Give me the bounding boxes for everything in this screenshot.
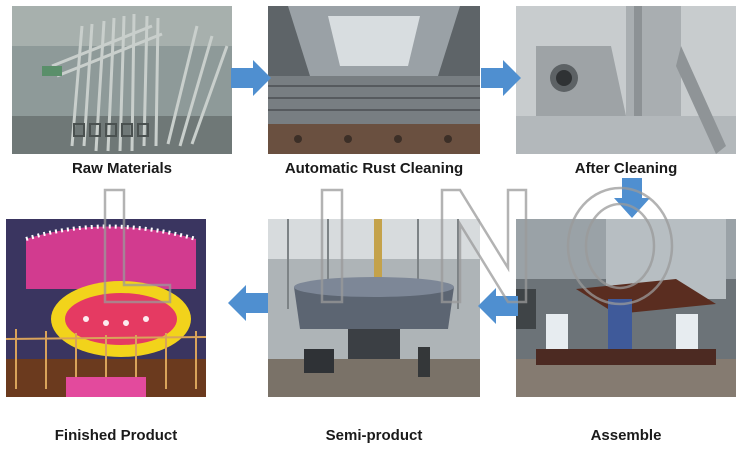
arrow-left-icon [228,285,268,321]
arrow-right-icon [231,60,271,96]
arrow-down-icon [614,178,650,218]
arrow-right-icon [481,60,521,96]
assemble-photo [516,219,736,397]
step-label-semi-product: Semi-product [325,427,423,444]
semi-product-photo [268,219,480,397]
arrow-left-icon [478,288,518,324]
step-label-after-cleaning: After Cleaning [574,160,678,177]
step-label-assemble: Assemble [590,427,662,444]
step-label-finished-product: Finished Product [54,427,178,444]
watermark-letter: I [322,199,323,201]
step-label-rust-cleaning: Automatic Rust Cleaning [284,160,464,177]
finished-product-photo [6,219,206,397]
step-label-raw-materials: Raw Materials [71,160,173,177]
raw-materials-photo [12,6,232,154]
watermark-letter: O [600,199,601,201]
watermark-letter: N [442,199,443,201]
watermark-letter: L [105,199,106,201]
rust-cleaning-photo [268,6,480,154]
after-cleaning-photo [516,6,736,154]
